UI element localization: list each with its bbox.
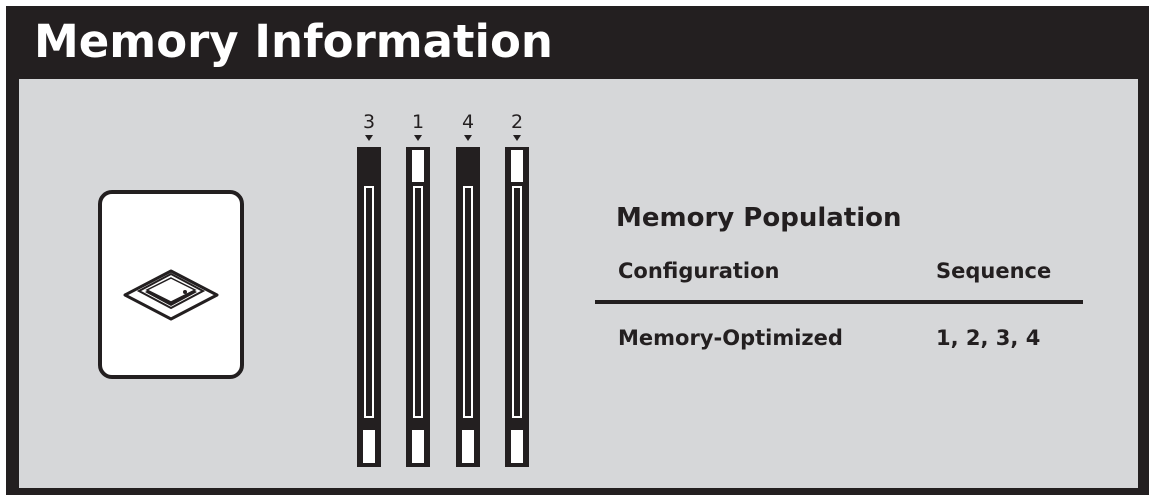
memory-info-panel: Memory Information 3 1 4 2 Memory Populatio… [6,6,1149,495]
sequence-cell: 1, 2, 3, 4 [936,326,1041,350]
slot-pointer-arrow [513,135,521,141]
population-title: Memory Population [616,203,902,233]
dimm-slot-graphic [505,147,529,467]
slot-pointer-arrow [414,135,422,141]
slot-top-latch [361,148,377,184]
slot-channel [463,186,473,418]
slot-pointer-arrow [464,135,472,141]
slot-top-latch [509,148,525,184]
panel-header: Memory Information [6,6,1149,78]
slot-bottom-latch [410,428,426,465]
slot-channel [413,186,423,418]
slot-bottom-latch [460,428,476,465]
slot-channel [364,186,374,418]
configuration-header: Configuration [618,259,780,283]
dimm-slot-graphic [406,147,430,467]
dimm-slot-graphic [357,147,381,467]
sequence-header: Sequence [936,259,1052,283]
slot-bottom-latch [361,428,377,465]
slot-number-label: 4 [461,111,475,133]
table-divider [595,300,1083,304]
slot-number-label: 2 [510,111,524,133]
slot-top-latch [410,148,426,184]
processor-card [98,190,244,379]
cpu-chip-icon [123,269,219,321]
slot-channel [512,186,522,418]
slot-top-latch [460,148,476,184]
configuration-cell: Memory-Optimized [618,326,843,350]
slot-number-label: 1 [411,111,425,133]
page-title: Memory Information [34,15,553,68]
slot-pointer-arrow [365,135,373,141]
slot-bottom-latch [509,428,525,465]
slot-number-label: 3 [362,111,376,133]
dimm-slot-graphic [456,147,480,467]
panel-content: 3 1 4 2 Memory Population Configuration Seq… [19,79,1138,488]
